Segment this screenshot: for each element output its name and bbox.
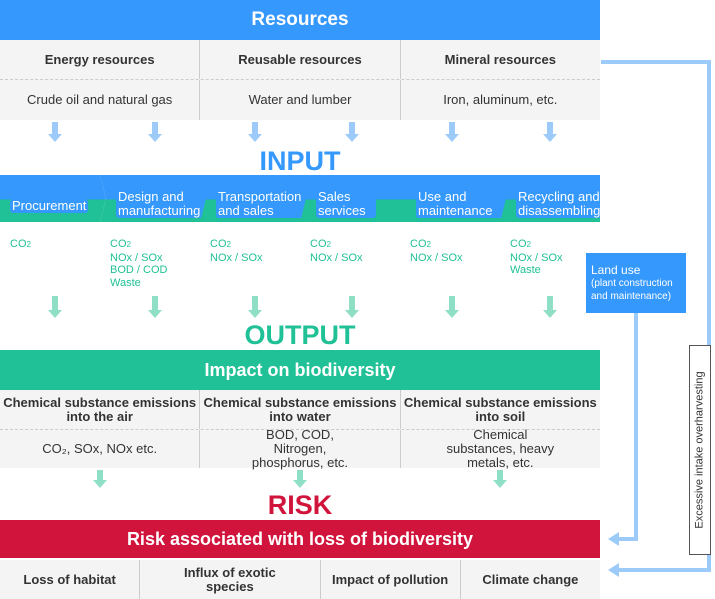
side-label: Excessive intake overharvesting [694,371,707,529]
process-step: Design and manufacturing [100,175,208,222]
emission-item: CO2 [110,238,131,250]
down-arrow-icon [48,122,62,142]
resource-type: Energy resources [0,40,201,79]
emission-item: NOx / SOx [510,251,563,264]
overharvest-line-h [601,60,711,64]
risk-header: Risk associated with loss of biodiversit… [0,520,600,558]
emission-list: CO2 [10,238,31,252]
process-step-label: Recycling and disassembling [516,190,600,218]
overharvest-line-v [707,60,711,572]
emission-item: CO2 [10,238,31,250]
down-arrow-icon [543,122,557,142]
down-arrow-icon [48,296,62,318]
process-step: Procurement [0,175,106,222]
process-step-label: Design and manufacturing [116,190,206,218]
impact-type: Chemical substance emissions into the ai… [0,390,201,429]
emission-item: CO2 [410,238,431,250]
down-arrow-icon [248,122,262,142]
down-arrow-icon [148,122,162,142]
risk-item: Loss of habitat [0,560,141,599]
down-arrow-icon [148,296,162,318]
risk-items: Loss of habitat Influx of exotic species… [0,560,600,599]
land-use-arrowhead [608,532,619,546]
process-step-label: Procurement [12,198,87,213]
overharvest-line-bottom [618,568,711,572]
emission-item: NOx / SOx [110,251,163,264]
risk-item: Climate change [482,571,579,587]
risk-item: Influx of exotic species [140,560,321,599]
impact-value: Chemical substances, heavy metals, etc. [446,427,555,470]
resource-value: Iron, aluminum, etc. [443,92,558,107]
down-arrow-icon [493,470,507,488]
resource-value: Water and lumber [200,80,401,120]
risk-item: Impact of pollution [321,560,461,599]
process-step: Sales services [300,175,407,222]
process-step-label: Sales services [316,190,376,218]
land-use-sub: (plant construction and maintenance) [591,278,673,302]
land-use-box: Land use (plant construction and mainten… [586,253,686,313]
emission-item: Waste [110,276,141,289]
overharvest-arrowhead [608,563,619,577]
down-arrow-icon [543,296,557,318]
impact-types: Chemical substance emissions into the ai… [0,390,600,430]
process-step-label: Transportation and sales [216,190,306,218]
impact-type: Chemical substance emissions into water [200,390,401,429]
impact-values: CO₂, SOx, NOx etc. BOD, COD, Nitrogen, p… [0,427,600,470]
impact-value: BOD, COD, Nitrogen, phosphorus, etc. [200,428,401,470]
output-label: OUTPUT [244,320,356,350]
risk-label: RISK [267,490,333,520]
resources-header: Resources [0,0,600,40]
down-arrow-icon [345,122,359,142]
down-arrow-icon [445,122,459,142]
impact-value: CO₂, SOx, NOx etc. [0,430,201,468]
side-label-box: Excessive intake overharvesting [689,345,711,555]
land-use-line-h [618,537,638,541]
resource-type: Mineral resources [444,51,556,67]
emission-item: CO2 [510,238,531,250]
process-step: Transportation and sales [200,175,307,222]
process-step: Use and maintenance [400,175,507,222]
process-step-label: Use and maintenance [416,190,506,218]
impact-type: Chemical substance emissions into soil [403,394,597,424]
emission-item: NOx / SOx [210,251,263,264]
emission-item: Waste [510,264,541,276]
emission-item: NOx / SOx [410,251,463,264]
resource-types: Energy resources Reusable resources Mine… [0,40,600,80]
emission-item: BOD / COD [110,264,168,276]
input-label: INPUT [259,146,341,176]
emission-item: NOx / SOx [310,251,363,264]
emission-item: CO2 [310,238,331,250]
down-arrow-icon [93,470,107,488]
land-use-line-v [634,313,638,541]
down-arrow-icon [248,296,262,318]
resource-values: Crude oil and natural gas Water and lumb… [0,80,600,120]
process-step: Recycling and disassembling [500,175,600,222]
resource-value: Crude oil and natural gas [0,80,201,120]
down-arrow-icon [345,296,359,318]
emission-item: CO2 [210,238,231,250]
down-arrow-icon [445,296,459,318]
impact-header: Impact on biodiversity [0,350,600,390]
resource-type: Reusable resources [200,40,401,79]
down-arrow-icon [293,470,307,488]
land-use-title: Land use [591,263,641,277]
